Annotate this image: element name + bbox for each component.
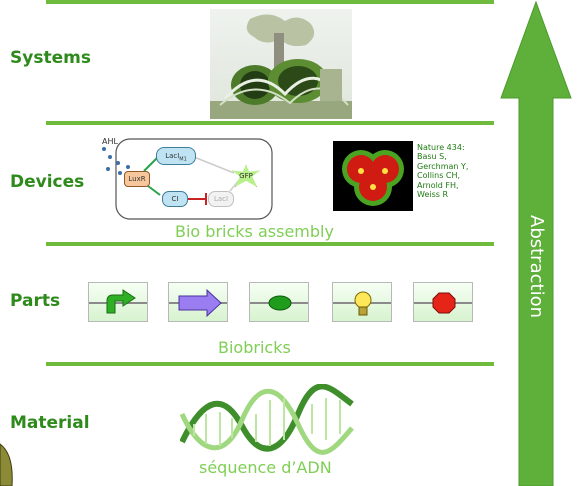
promoter-icon	[88, 282, 148, 322]
citation-line: Collins CH,	[417, 171, 461, 181]
reporter-icon	[332, 282, 392, 322]
parts-caption: Biobricks	[218, 338, 291, 357]
ci-node: CI	[162, 191, 188, 207]
citation-line: Gerchman Y,	[417, 161, 469, 171]
rbs-icon	[249, 282, 309, 322]
luxr-label: LuxR	[128, 175, 146, 183]
abstraction-label-box: Abstraction	[516, 196, 556, 336]
genetic-circuit-diagram: AHL LuxR LacIM1 CI LacI GFP	[98, 131, 276, 223]
dna-helix-image	[180, 384, 354, 455]
coding-sequence-icon	[168, 282, 228, 322]
systems-building-image	[210, 9, 352, 119]
corner-decoration	[0, 443, 13, 486]
fluorescence-image	[333, 141, 413, 211]
citation: Nature 434: Basu S, Gerchman Y, Collins …	[417, 143, 477, 199]
level-label-parts: Parts	[10, 291, 61, 311]
ahl-label: AHL	[102, 137, 118, 146]
abstraction-label: Abstraction	[525, 214, 547, 318]
material-caption: séquence d’ADN	[199, 458, 332, 477]
citation-line: Weiss R	[417, 190, 449, 200]
separator-systems-devices	[46, 121, 494, 125]
citation-line: Arnold FH,	[417, 180, 459, 190]
laci-m1-node: LacIM1	[156, 147, 196, 165]
laci-m1-subscript: M1	[179, 156, 187, 163]
citation-line: Nature 434:	[417, 143, 465, 152]
abstraction-arrow	[500, 0, 572, 486]
separator-top	[46, 0, 494, 4]
luxr-node: LuxR	[124, 171, 150, 187]
separator-parts-material	[46, 362, 494, 366]
level-label-material: Material	[10, 413, 90, 433]
ci-label: CI	[171, 195, 179, 203]
level-label-systems: Systems	[10, 48, 91, 68]
laci-node: LacI	[208, 191, 234, 207]
citation-line: Basu S,	[417, 152, 447, 162]
level-label-devices: Devices	[10, 172, 85, 192]
separator-devices-parts	[46, 242, 494, 246]
devices-caption: Bio bricks assembly	[175, 222, 334, 241]
laci-label: LacI	[213, 195, 229, 203]
laci-m1-label: LacI	[165, 152, 180, 160]
terminator-icon	[413, 282, 473, 322]
gfp-label: GFP	[239, 172, 253, 180]
